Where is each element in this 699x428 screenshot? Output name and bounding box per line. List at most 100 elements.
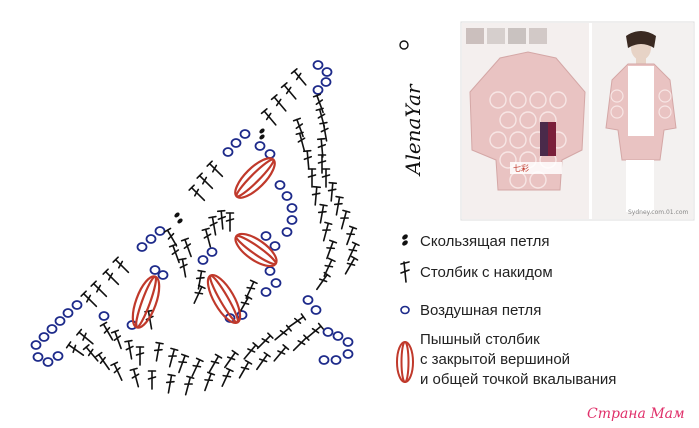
double-crochet-mark: [319, 121, 329, 142]
double-crochet-mark: [292, 117, 304, 138]
signature: AlenaYar: [401, 83, 425, 177]
product-photo: 七彩 Sydney.com.01.com: [460, 21, 695, 221]
puff-stitches: [131, 157, 278, 329]
thumbnail-strip: [466, 28, 547, 44]
chain-loop: [54, 316, 66, 326]
signature-mark-icon: [399, 40, 409, 50]
double-crochet-mark: [322, 221, 333, 242]
double-crochet-mark: [110, 329, 122, 350]
double-crochet-mark: [327, 181, 338, 202]
puff-stitch: [206, 273, 242, 325]
chain-stitches: [30, 60, 354, 367]
chain-loop: [269, 241, 281, 251]
double-crochet-mark: [347, 241, 360, 261]
double-crochet-mark: [112, 256, 130, 274]
chain-loop: [321, 67, 333, 77]
chain-loop: [157, 270, 169, 280]
photo-caption: Sydney.com.01.com: [628, 209, 688, 216]
double-crochet-mark: [216, 209, 227, 230]
chain-loop: [281, 191, 293, 201]
double-crochet-mark: [346, 225, 358, 246]
double-crochet-mark: [306, 322, 324, 339]
chain-loop: [42, 357, 54, 367]
legend-label-double-crochet: Столбик с накидом: [420, 264, 553, 281]
double-crochet-mark: [124, 339, 134, 360]
puff-stitch: [131, 275, 161, 329]
double-crochet-mark: [206, 160, 224, 178]
chain-loop: [260, 231, 272, 241]
double-crochet-mark: [188, 184, 206, 202]
signature-text: AlenaYar: [401, 83, 425, 177]
slip-stitches: [174, 128, 265, 224]
chain-loop: [332, 331, 344, 341]
double-crochet-mark: [340, 209, 351, 230]
double-crochet-mark: [80, 290, 98, 308]
chain-loop: [330, 355, 342, 365]
chain-loop: [62, 308, 74, 318]
double-crochet-mark: [129, 367, 140, 388]
double-crochet-mark: [147, 370, 157, 390]
chain-loop: [260, 287, 272, 297]
double-crochet-mark: [180, 237, 192, 258]
chain-loop: [342, 337, 354, 347]
double-crochet-mark: [260, 108, 277, 126]
double-crochet-mark: [208, 353, 223, 373]
double-crochet-mark: [316, 137, 327, 158]
double-crochet-mark: [110, 361, 123, 381]
chain-loop: [286, 215, 298, 225]
double-crochet-mark: [102, 268, 120, 286]
double-crochet-mark: [153, 341, 164, 362]
double-crochet-mark: [238, 359, 253, 379]
legend-label-slip-stitch: Скользящая петля: [420, 233, 550, 250]
chain-loop: [154, 226, 166, 236]
double-crochet-mark: [168, 243, 180, 264]
chain-loop: [32, 352, 44, 362]
double-crochet-mark: [280, 82, 297, 100]
double-crochet-mark: [178, 257, 188, 278]
double-crochet-mark: [225, 212, 235, 232]
double-crochet-mark: [204, 371, 216, 392]
chain-loop: [320, 77, 332, 87]
model-image: [605, 31, 677, 212]
double-crochet-mark: [224, 349, 239, 369]
double-crochet-mark: [168, 347, 179, 368]
puff-stitch: [234, 232, 278, 268]
double-crochet-mark: [256, 351, 271, 371]
double-crochet-mark: [135, 346, 145, 366]
double-crochet-stitches: [65, 68, 360, 396]
double-crochet-mark: [295, 131, 306, 152]
double-crochet-mark: [191, 357, 204, 377]
double-crochet-mark: [82, 344, 99, 362]
double-crochet-mark: [184, 375, 195, 396]
photo-tag-text: 七彩: [513, 163, 529, 173]
puff-stitch: [234, 157, 276, 199]
chain-loop: [254, 141, 266, 151]
double-crochet-mark: [333, 195, 344, 216]
slip-stitch: [177, 218, 183, 224]
double-crochet-mark: [273, 344, 290, 362]
watermark: Страна Мам: [587, 406, 685, 422]
double-crochet-mark: [290, 68, 307, 86]
double-crochet-mark: [178, 353, 190, 374]
double-crochet-mark: [243, 342, 260, 360]
double-crochet-mark: [76, 328, 94, 345]
double-crochet-mark: [270, 94, 287, 112]
chain-loop: [312, 60, 324, 70]
chain-loop: [264, 266, 276, 276]
chain-loop: [302, 295, 314, 305]
double-crochet-mark: [196, 172, 214, 190]
slip-stitch: [174, 212, 180, 218]
double-crochet-mark: [344, 255, 359, 275]
chain-loop: [342, 349, 354, 359]
double-crochet-mark: [238, 294, 253, 314]
chain-loop: [197, 255, 209, 265]
chain-loop: [318, 355, 330, 365]
slip-stitch: [259, 128, 265, 134]
double-crochet-mark: [321, 168, 331, 188]
double-crochet-mark: [201, 227, 212, 248]
chain-stitch-icon: [400, 305, 410, 315]
chain-loop: [312, 85, 324, 95]
double-crochet-mark: [90, 280, 108, 298]
double-crochet-mark: [256, 332, 274, 350]
watermark-text: Страна Мам: [587, 406, 685, 422]
